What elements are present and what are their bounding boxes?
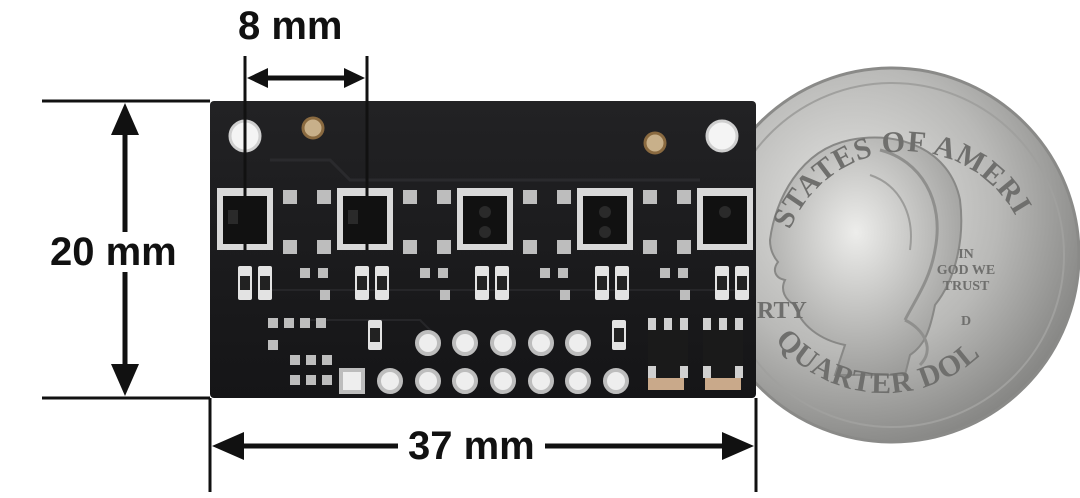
width-arrowhead-left [212, 432, 244, 460]
reflectance-sensor-5 [697, 188, 753, 250]
ic-chips [648, 318, 743, 390]
coin-motto-line-3: TRUST [943, 279, 990, 294]
mounting-hole-right [705, 119, 739, 153]
header-pins-top-row [415, 330, 591, 356]
sensor-pitch-label: 8 mm [238, 4, 343, 48]
coin-left-text: RTY [757, 298, 807, 324]
coin-motto-line-1: IN [958, 247, 974, 262]
via-left [301, 116, 325, 140]
sensor-board [210, 101, 756, 398]
coin-motto-line-2: GOD WE [937, 263, 995, 278]
coin-mint-mark: D [961, 314, 971, 329]
smd-pads [268, 190, 691, 385]
width-arrowhead-right [722, 432, 754, 460]
via-right [643, 131, 667, 155]
reflectance-sensor-4 [577, 188, 633, 250]
reflectance-sensor-2 [337, 188, 393, 250]
pitch-arrowhead-right [344, 68, 365, 88]
pitch-arrowhead-left [247, 68, 268, 88]
header-pins-bottom-row [339, 368, 629, 394]
height-arrowhead-top [111, 103, 139, 135]
board-width-label: 37 mm [398, 426, 545, 466]
height-arrowhead-bottom [111, 364, 139, 396]
reflectance-sensor-3 [457, 188, 513, 250]
board-height-label: 20 mm [48, 230, 179, 274]
